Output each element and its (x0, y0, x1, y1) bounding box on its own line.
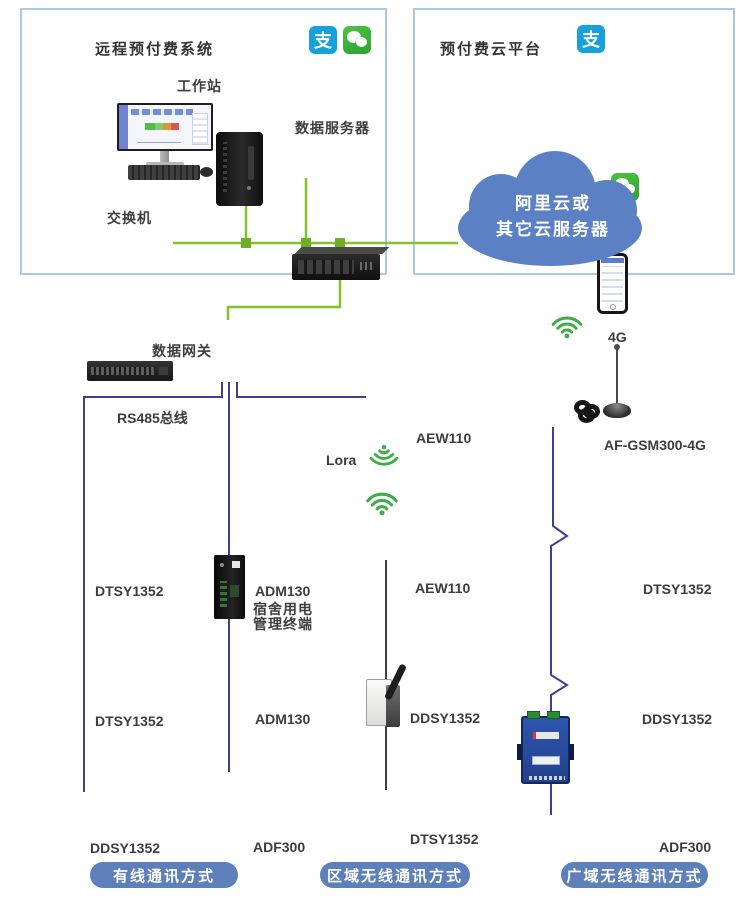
screen-table-panel (192, 113, 208, 145)
dtsy1352-wan-label: DTSY1352 (643, 581, 712, 597)
tower-power-button (247, 186, 251, 190)
data-gateway-device (214, 555, 245, 619)
aew110-device-top (366, 663, 414, 727)
cloud-shape (458, 151, 642, 266)
adm130-label-line3: 管理终端 (253, 616, 313, 632)
monitor-stand-neck (160, 151, 169, 164)
network-switch (87, 361, 173, 381)
wan-wifi-icon (551, 316, 583, 339)
4g-antenna-base (603, 403, 631, 418)
regional-wifi-icon (366, 492, 398, 516)
wide-area-wireless-badge: 广域无线通讯方式 (561, 862, 708, 888)
dtsy1352-label-2: DTSY1352 (95, 713, 164, 729)
monitor-screen (119, 105, 211, 149)
keyboard (128, 165, 200, 180)
adf300-wan-label: ADF300 (659, 839, 712, 855)
switch-label: 交换机 (107, 210, 152, 226)
gsm-mounting-ear (517, 744, 522, 760)
aew110-mid-label: AEW110 (415, 580, 471, 596)
lora-wifi-icon (369, 444, 399, 466)
cloud-caption-line2: 其它云服务器 (496, 220, 610, 239)
alipay-icon: 支 (309, 26, 337, 54)
adf300-wired-label: ADF300 (253, 839, 306, 855)
wechat-bubble-small (624, 184, 635, 194)
lora-label: Lora (326, 452, 357, 468)
antenna-cable-coil (578, 408, 595, 423)
af-gsm300-label: AF-GSM300-4G (604, 437, 706, 453)
gsm-terminal-block (527, 711, 540, 719)
4g-label: 4G (608, 329, 627, 345)
gsm-terminal-block (547, 711, 560, 719)
gsm-label-sticker (532, 756, 560, 765)
gateway-led (220, 563, 224, 567)
adm130-label-line2: 宿舍用电 (253, 601, 313, 617)
rack-server (292, 254, 380, 280)
wechat-bubble-small (356, 37, 367, 47)
server-drive-slots (298, 260, 354, 274)
cloud-caption-line1: 阿里云或 (515, 194, 591, 213)
alipay-icon-cloud: 支 (577, 25, 605, 53)
wired-mode-badge: 有线通讯方式 (90, 862, 238, 888)
regional-wireless-badge: 区域无线通讯方式 (320, 862, 470, 888)
gsm-bottom-connectors (529, 776, 565, 780)
wechat-icon (343, 26, 371, 54)
gsm-mounting-ear (569, 744, 574, 760)
gsm-brand-logo (533, 732, 559, 739)
phone-app-header (601, 258, 624, 263)
mouse (200, 167, 213, 177)
ddsy1352-wired-label: DDSY1352 (90, 840, 161, 856)
phone-app-list (602, 266, 623, 302)
screen-chart-line (137, 135, 181, 143)
gateway-tag (230, 585, 239, 597)
rs485-bus-label: RS485总线 (117, 410, 188, 426)
tower-pc (216, 132, 263, 206)
phone-home-button (609, 304, 616, 310)
adm130-label-line1: ADM130 (255, 583, 311, 599)
gateway-label: 数据网关 (152, 343, 212, 359)
local-system-title: 远程预付费系统 (95, 41, 215, 58)
adm130-label-2: ADM130 (255, 711, 311, 727)
dtsy1352-label-1: DTSY1352 (95, 583, 164, 599)
af-gsm300-device (517, 711, 574, 784)
aew110-top-label: AEW110 (416, 430, 472, 446)
screen-chart-bars (145, 123, 179, 130)
gateway-ethernet-port (232, 561, 240, 568)
smartphone (597, 253, 628, 314)
cloud-platform-title: 预付费云平台 (440, 41, 543, 58)
data-server-label: 数据服务器 (295, 120, 370, 136)
workstation-label: 工作站 (177, 78, 222, 94)
ddsy1352-regional-label: DDSY1352 (410, 710, 481, 726)
workstation-monitor (117, 103, 213, 151)
tower-drive-slot (248, 146, 254, 180)
gateway-terminal-strip (220, 581, 227, 607)
screen-toolbar (131, 109, 193, 115)
screen-sidebar (119, 105, 128, 149)
ddsy1352-wan-label: DDSY1352 (642, 711, 713, 727)
server-leds (360, 262, 374, 270)
monitor-stand-base (146, 162, 184, 167)
tower-vent (223, 142, 227, 192)
dtsy1352-regional-label: DTSY1352 (410, 831, 479, 847)
4g-antenna-whip (614, 344, 620, 406)
cloud-caption: 阿里云或 其它云服务器 (463, 191, 643, 243)
